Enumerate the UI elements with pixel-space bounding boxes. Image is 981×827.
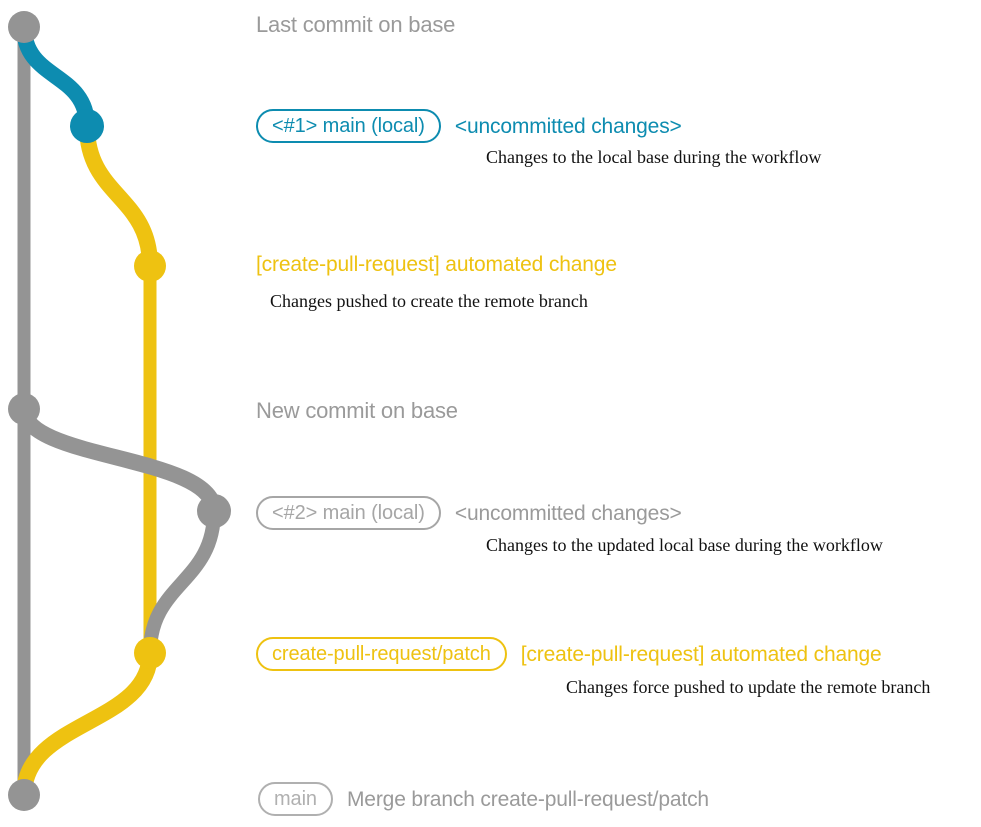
edge-remote-2-to-merge (16, 645, 158, 803)
commit-message-remote-1: [create-pull-request] automated change (256, 253, 617, 276)
description-local-commit-2: Changes to the updated local base during… (486, 535, 883, 555)
node-local-2[interactable] (197, 494, 231, 528)
node-base-merge[interactable] (8, 779, 40, 811)
node-remote-2[interactable] (134, 637, 166, 669)
edge-base-to-local-1 (16, 19, 95, 134)
ref-badge-local-2[interactable]: <#2> main (local) (256, 496, 441, 530)
git-commit-graph (8, 11, 231, 811)
ref-badge-local-1[interactable]: <#1> main (local) (256, 109, 441, 143)
node-local-1[interactable] (70, 109, 104, 143)
edge-local-2-to-remote-2 (143, 504, 221, 660)
row-remote-commit-2: create-pull-request/patch [create-pull-r… (256, 637, 882, 671)
commit-message-local-2: <uncommitted changes> (454, 501, 682, 525)
commit-message-remote-2: [create-pull-request] automated change (520, 642, 882, 666)
edge-local-1-to-remote-1 (79, 118, 158, 274)
commit-message-local-1: <uncommitted changes> (454, 114, 682, 138)
row-merge-commit: main Merge branch create-pull-request/pa… (258, 782, 709, 816)
row-local-commit-2: <#2> main (local) <uncommitted changes> (256, 496, 682, 530)
commit-message-merge: Merge branch create-pull-request/patch (346, 787, 709, 811)
ref-badge-create-pull-request-patch[interactable]: create-pull-request/patch (256, 637, 507, 671)
caption-new-commit-on-base: New commit on base (256, 398, 458, 423)
node-remote-1[interactable] (134, 250, 166, 282)
row-remote-commit-1: [create-pull-request] automated change (256, 254, 617, 275)
row-local-commit-1: <#1> main (local) <uncommitted changes> (256, 109, 682, 143)
edge-base-new-to-local-2 (16, 401, 222, 519)
node-base-new[interactable] (8, 393, 40, 425)
node-base-last[interactable] (8, 11, 40, 43)
description-local-commit-1: Changes to the local base during the wor… (486, 147, 822, 167)
description-remote-commit-1: Changes pushed to create the remote bran… (270, 291, 588, 311)
caption-last-commit-on-base: Last commit on base (256, 12, 456, 37)
ref-badge-main[interactable]: main (258, 782, 333, 816)
description-remote-commit-2: Changes force pushed to update the remot… (566, 677, 931, 697)
